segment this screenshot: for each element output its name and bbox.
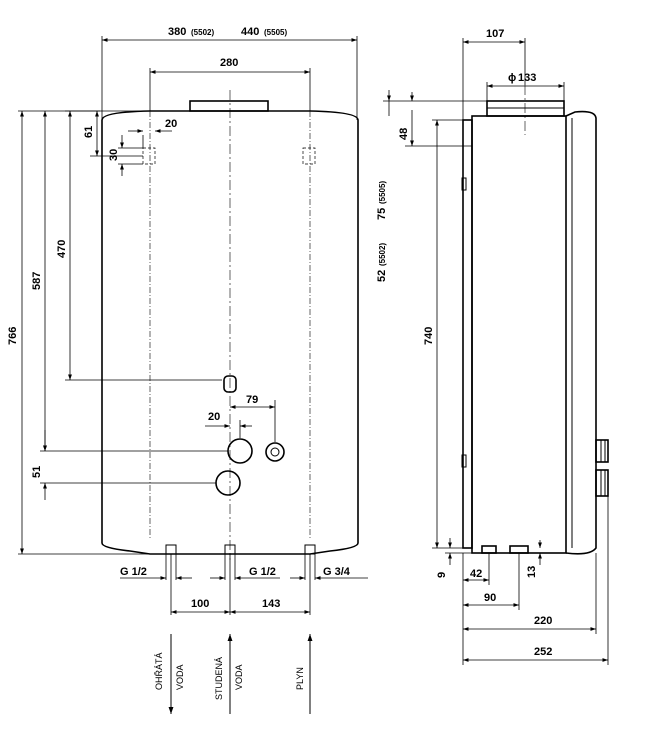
flow-gas: PLYN	[295, 634, 313, 714]
dim-587: 587	[31, 272, 43, 290]
dim-20-mid: 20	[208, 411, 220, 423]
dim-75: 75	[376, 208, 388, 220]
svg-text:OHŘÁTÁ: OHŘÁTÁ	[154, 652, 164, 690]
dim-79: 79	[246, 394, 258, 406]
dim-9: 9	[436, 572, 448, 578]
dim-20-top: 20	[165, 118, 177, 130]
dim-30: 30	[108, 149, 120, 161]
dim-133: 133	[518, 72, 536, 84]
dim-42: 42	[470, 568, 482, 580]
flue-diameter-symbol: ϕ	[508, 72, 516, 84]
mount-slot-left	[142, 147, 156, 165]
svg-text:VODA: VODA	[234, 664, 244, 690]
heater-side-body	[471, 115, 567, 554]
connection-circle-upper	[227, 438, 253, 464]
flow-cold-water: STUDENÁ VODA	[214, 634, 244, 714]
flue-collar-front	[189, 100, 269, 112]
dim-52-note: (5502)	[378, 243, 387, 266]
dim-100: 100	[191, 598, 209, 610]
conn-gas-label: G 3/4	[323, 566, 351, 578]
dim-13: 13	[526, 566, 538, 578]
dim-252: 252	[534, 646, 552, 658]
dim-143: 143	[262, 598, 280, 610]
dim-107: 107	[486, 28, 504, 40]
dim-380: 380	[168, 26, 186, 38]
svg-text:VODA: VODA	[175, 664, 185, 690]
dim-48: 48	[398, 128, 410, 140]
dim-440: 440	[241, 26, 259, 38]
connection-circle-right	[265, 442, 285, 462]
dim-280: 280	[220, 57, 238, 69]
mount-slot-bottom	[223, 375, 237, 393]
dim-90: 90	[484, 592, 496, 604]
front-cover-side	[565, 110, 597, 555]
back-plate	[462, 119, 473, 549]
dim-61: 61	[83, 126, 95, 138]
conn-cold-label: G 1/2	[249, 566, 276, 578]
dim-380-note: (5502)	[191, 28, 214, 37]
dim-440-note: (5505)	[264, 28, 287, 37]
side-fittings	[595, 439, 609, 497]
conn-hot-label: G 1/2	[120, 566, 147, 578]
dim-470: 470	[56, 240, 68, 258]
bottom-pipe-stubs	[165, 544, 316, 555]
svg-text:PLYN: PLYN	[295, 667, 305, 690]
connection-circle-lower	[215, 470, 241, 496]
dim-75-note: (5505)	[378, 181, 387, 204]
heater-front-outline	[101, 110, 359, 555]
dim-52: 52	[376, 270, 388, 282]
svg-text:STUDENÁ: STUDENÁ	[214, 657, 224, 700]
side-view: 107 ϕ 133 48 52 (5502) 75 (5505) 740 9	[376, 28, 609, 665]
front-view: 380 (5502) 440 (5505) 280 20 30 61 766	[7, 26, 368, 714]
flow-hot-water: OHŘÁTÁ VODA	[154, 634, 185, 714]
mount-slot-right	[302, 147, 316, 165]
dim-51: 51	[31, 466, 43, 478]
dim-766: 766	[7, 327, 19, 345]
dim-740: 740	[423, 327, 435, 345]
dim-220: 220	[534, 615, 552, 627]
